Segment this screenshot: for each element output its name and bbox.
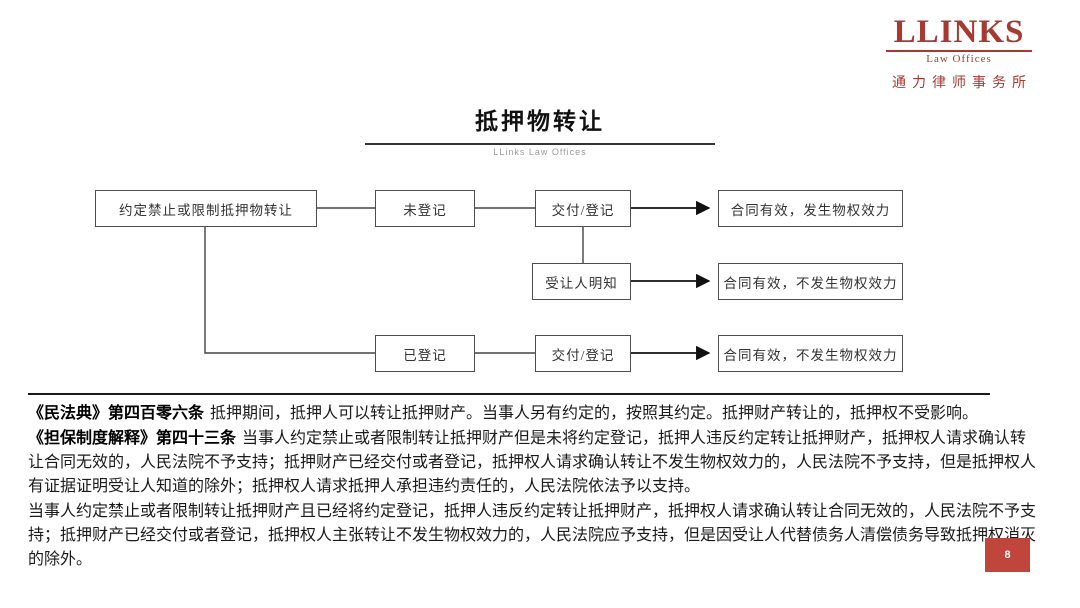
flowchart-node-transferee-aware: 受让人明知 bbox=[532, 263, 631, 300]
flowchart-node-valid-not-effective-mid: 合同有效，不发生物权效力 bbox=[718, 263, 903, 300]
paragraph-guarantee-interpretation-continued-text: 当事人约定禁止或者限制转让抵押财产且已经将约定登记，抵押人违反约定转让抵押财产，… bbox=[28, 503, 1037, 568]
citation-guarantee-interpretation-article-43: 《担保制度解释》第四十三条 bbox=[28, 430, 237, 447]
paragraph-civil-code-text: 抵押期间，抵押人可以转让抵押财产。当事人另有约定的，按照其约定。抵押财产转让的，… bbox=[210, 405, 979, 422]
paragraph-guarantee-interpretation: 《担保制度解释》第四十三条当事人约定禁止或者限制转让抵押财产但是未将约定登记，抵… bbox=[28, 427, 1042, 499]
flowchart-node-unregistered: 未登记 bbox=[375, 190, 475, 227]
citation-civil-code-article-406: 《民法典》第四百零六条 bbox=[28, 405, 205, 422]
paragraph-civil-code: 《民法典》第四百零六条抵押期间，抵押人可以转让抵押财产。当事人另有约定的，按照其… bbox=[28, 402, 1042, 426]
legal-text-block: 《民法典》第四百零六条抵押期间，抵押人可以转让抵押财产。当事人另有约定的，按照其… bbox=[28, 402, 1042, 573]
logo-law-offices-text: Law Offices bbox=[886, 50, 1032, 65]
logo-llinks-text: LLINKS bbox=[893, 14, 1025, 50]
flowchart-node-valid-effective: 合同有效，发生物权效力 bbox=[718, 190, 903, 227]
flowchart-node-registered: 已登记 bbox=[375, 335, 475, 372]
flowchart-node-delivery-registration-top: 交付/登记 bbox=[535, 190, 631, 227]
logo-chinese-name: 通力律师事务所 bbox=[892, 76, 1032, 91]
logo: LLINKS Law Offices 通力律师事务所 bbox=[886, 16, 1032, 92]
paragraph-guarantee-interpretation-continued: 当事人约定禁止或者限制转让抵押财产且已经将约定登记，抵押人违反约定转让抵押财产，… bbox=[28, 500, 1042, 572]
title-block: 抵押物转让 LLinks Law Offices bbox=[0, 102, 1080, 157]
flowchart-node-restriction-agreement: 约定禁止或限制抵押物转让 bbox=[95, 190, 317, 227]
title-watermark: LLinks Law Offices bbox=[493, 147, 587, 157]
flowchart-node-delivery-registration-bottom: 交付/登记 bbox=[535, 335, 631, 372]
page-title: 抵押物转让 bbox=[475, 108, 605, 134]
page-number-badge: 8 bbox=[985, 538, 1030, 572]
flowchart-node-valid-not-effective-bottom: 合同有效，不发生物权效力 bbox=[718, 335, 903, 372]
paragraph-guarantee-interpretation-text: 当事人约定禁止或者限制转让抵押财产但是未将约定登记，抵押人违反约定转让抵押财产，… bbox=[28, 430, 1037, 495]
section-divider bbox=[28, 393, 990, 395]
title-underline bbox=[365, 143, 715, 145]
